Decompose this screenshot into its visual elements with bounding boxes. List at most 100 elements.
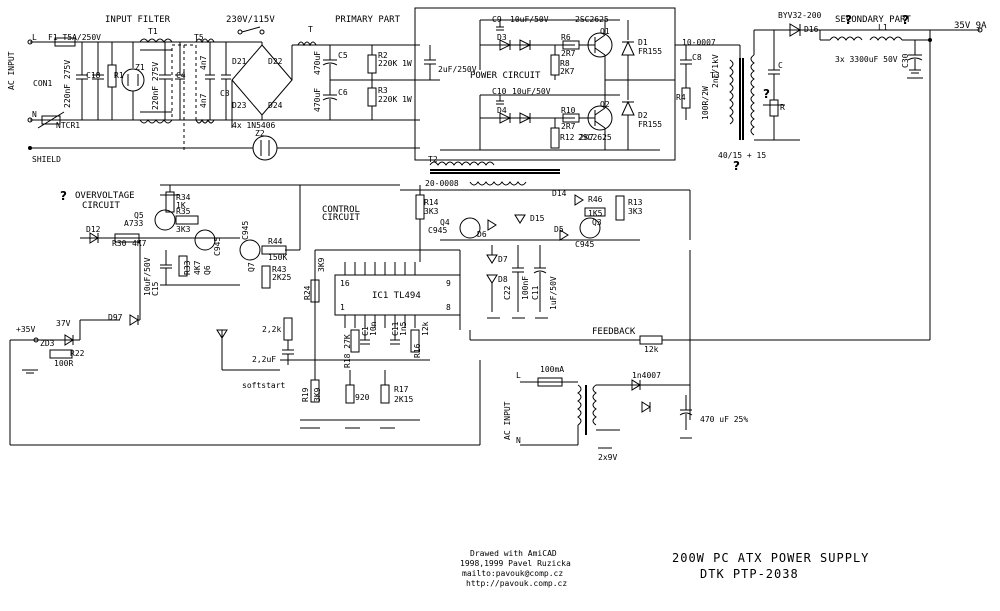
label-c9-value: 10uF/50V	[510, 15, 549, 24]
control-circuit-heading-2: CIRCUIT	[322, 213, 361, 223]
label-aux-n: N	[516, 436, 521, 445]
label-r1: R1	[114, 71, 124, 80]
label-n: N	[32, 110, 37, 119]
label-sec-r: R	[780, 103, 785, 112]
label-r44: R44	[268, 237, 283, 246]
credit-line-1: Drawed with AmiCAD	[470, 549, 557, 558]
label-r22-value: 100R	[54, 359, 73, 368]
label-plus35: +35V	[16, 325, 35, 334]
input-filter-block	[27, 37, 250, 150]
label-fr155-2: FR155	[638, 120, 662, 129]
label-aux-cap: 470 uF 25%	[700, 415, 748, 424]
label-c22: C22	[503, 285, 512, 300]
label-c11: C11	[531, 285, 540, 300]
label-d12: D12	[86, 225, 101, 234]
label-d8: D8	[498, 275, 508, 284]
overvoltage-heading-2: CIRCUIT	[82, 201, 121, 211]
label-feedback-r: 12k	[644, 345, 659, 354]
label-r35-value: 3K3	[176, 225, 191, 234]
label-c15: C15	[151, 281, 160, 296]
label-q3: Q3	[592, 218, 602, 227]
label-aux-ac-input: AC INPUT	[503, 401, 512, 440]
label-r34-value: 1K	[176, 201, 186, 210]
label-c945-ov: C945	[213, 237, 222, 256]
label-c11-value: 1uF/50V	[549, 276, 558, 310]
label-r3-value: 220K 1W	[378, 95, 412, 104]
schematic-title-2: DTK PTP-2038	[700, 567, 799, 581]
bridge-rectifier	[230, 26, 420, 161]
label-r8-value: 2K7	[560, 67, 575, 76]
label-r30: R30	[112, 239, 127, 248]
label-r14-value: 3K3	[424, 207, 439, 216]
label-c30: C30	[901, 53, 910, 68]
label-r44-value: 150K	[268, 253, 287, 262]
label-c945b: C945	[241, 221, 250, 240]
label-c22u: 2,2uF	[252, 355, 276, 364]
label-ratio: 40/15 + 15	[718, 151, 766, 160]
label-aux-xfmr: 2x9V	[598, 453, 617, 462]
label-z2: Z2	[255, 129, 265, 138]
label-fr155-1: FR155	[638, 47, 662, 56]
label-c3-value: 4n7	[199, 93, 208, 108]
question-mark-secondary-1: ?	[845, 13, 852, 27]
label-v37: 37V	[56, 319, 71, 328]
label-c945-1: C945	[428, 226, 447, 235]
secondary-part-heading: SECONDARY PART	[835, 15, 911, 25]
label-d23: D23	[232, 101, 247, 110]
label-r22: R22	[70, 349, 85, 358]
label-d2: D2	[638, 111, 648, 120]
question-mark-secondary-3: ?	[763, 87, 770, 101]
label-c1-value: 10n	[369, 321, 378, 336]
label-c1: C1	[361, 326, 370, 336]
label-r33: R33	[183, 260, 192, 275]
aux-supply-block	[520, 377, 693, 446]
overvoltage-heading-1: OVERVOLTAGE	[75, 191, 135, 201]
label-r17-value: 2K15	[394, 395, 413, 404]
label-d3: D3	[497, 33, 507, 42]
question-mark-overvoltage: ?	[60, 189, 67, 203]
label-switch: 230V/115V	[226, 15, 275, 25]
label-byv: BYV32-200	[778, 11, 822, 20]
label-con1: CON1	[33, 79, 52, 88]
label-t2-code: 20-0008	[425, 179, 459, 188]
label-r46-value: 1K5	[588, 209, 603, 218]
label-shield: SHIELD	[32, 155, 61, 164]
label-r46: R46	[588, 195, 603, 204]
label-feedback: FEEDBACK	[592, 327, 636, 337]
ground-symbols	[22, 77, 923, 449]
label-r12: R12 2K7	[560, 133, 594, 142]
label-ntc: NTCR1	[56, 121, 80, 130]
label-t1: T1	[148, 27, 158, 36]
label-r10: R10	[561, 106, 576, 115]
label-d24: D24	[268, 101, 283, 110]
label-c4: C4	[176, 71, 186, 80]
label-bridge: 4x 1N5406	[232, 121, 276, 130]
label-sec-c: C	[778, 61, 783, 70]
label-c22-value: 100nF	[521, 276, 530, 300]
label-c6: C6	[338, 88, 348, 97]
label-c3: C3	[220, 89, 230, 98]
label-r24-value: 3K9	[317, 257, 326, 272]
label-r920: 920	[355, 393, 370, 402]
label-r11: 2R7	[561, 122, 576, 131]
label-r2: R2	[378, 51, 388, 60]
label-ac-input: AC INPUT	[7, 51, 16, 90]
label-r17: R17	[394, 385, 409, 394]
label-c9: C9	[492, 15, 502, 24]
label-r3: R3	[378, 86, 388, 95]
input-filter-heading: INPUT FILTER	[105, 15, 171, 25]
label-q4: Q4	[440, 218, 450, 227]
control-circuit-heading-1: CONTROL	[322, 205, 360, 215]
label-c11b-value: 1n5	[399, 321, 408, 336]
label-r13-value: 3K3	[628, 207, 643, 216]
schematic-title-1: 200W PC ATX POWER SUPPLY	[672, 551, 869, 565]
label-r16: R16	[413, 343, 422, 358]
label-c6-value: 470uF	[313, 88, 322, 112]
label-l: L	[32, 33, 37, 42]
label-c8-value: 2nF/1kV	[711, 54, 720, 88]
label-c945-2: C945	[575, 240, 594, 249]
label-cap-2u: 2uF/250V	[438, 65, 477, 74]
credit-line-2: 1998,1999 Pavel Ruzicka	[460, 559, 571, 568]
